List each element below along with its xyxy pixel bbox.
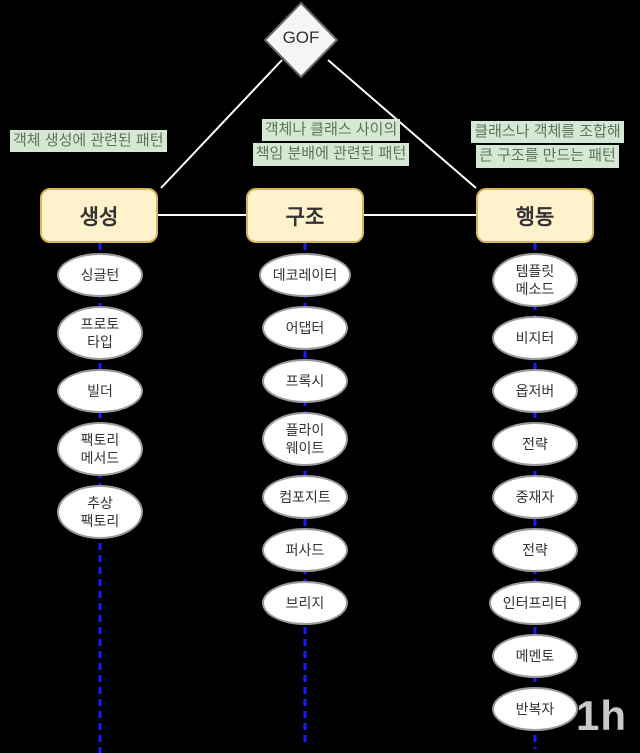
annotation-line: 클래스나 객체를 조합해 [471, 121, 624, 144]
pattern-node-label: 옵저버 [515, 382, 555, 399]
category-label: 구조 [285, 205, 325, 229]
annotation-behavioral: 클래스나 객체를 조합해 큰 구조를 만드는 패턴 [455, 120, 640, 169]
pattern-node-label: 인터프리터 [502, 594, 568, 611]
pattern-node[interactable]: 브리지 [262, 581, 348, 625]
category-box-structural[interactable]: 구조 [246, 188, 364, 243]
pattern-node-label: 타입 [87, 334, 113, 350]
pattern-node-label: 빌더 [87, 382, 113, 399]
pattern-node[interactable]: 싱글턴 [57, 253, 143, 297]
pattern-node-label: 컴포지트 [279, 488, 331, 505]
annotation-creational: 객체 생성에 관련된 패턴 [10, 129, 200, 153]
pattern-node-label: 프로토 [80, 315, 120, 332]
annotation-line: 객체 생성에 관련된 패턴 [10, 130, 167, 153]
category-box-creational[interactable]: 생성 [40, 188, 158, 243]
pattern-node-label: 팩토리 [80, 513, 120, 529]
annotation-line: 객체나 클래스 사이의 [261, 119, 401, 142]
pattern-node-label: 추상 [87, 494, 113, 511]
category-label: 생성 [79, 205, 119, 229]
pattern-node-label: 팩토리 [80, 431, 120, 448]
pattern-node-label: 반복자 [515, 700, 555, 717]
pattern-node-label: 중재자 [515, 488, 555, 505]
pattern-node[interactable]: 반복자 [492, 687, 578, 731]
pattern-node-label: 퍼사드 [285, 541, 325, 558]
pattern-node-label: 메멘토 [515, 647, 555, 664]
pattern-node[interactable]: 인터프리터 [488, 581, 582, 625]
pattern-node-label: 비지터 [515, 329, 555, 346]
pattern-node-label: 플라이 [285, 421, 325, 438]
pattern-node-label: 템플릿 [515, 262, 555, 279]
pattern-node-label: 웨이트 [285, 440, 325, 456]
pattern-node-label: 전략 [522, 435, 548, 452]
pattern-node[interactable]: 전략 [492, 422, 578, 466]
pattern-node[interactable]: 메멘토 [492, 634, 578, 678]
pattern-node-label: 메소드 [515, 281, 555, 297]
pattern-node-label: 프록시 [285, 372, 325, 389]
pattern-node[interactable]: 중재자 [492, 475, 578, 519]
pattern-node[interactable]: 어댑터 [262, 306, 348, 350]
pattern-node[interactable]: 컴포지트 [262, 475, 348, 519]
annotation-structural: 객체나 클래스 사이의 책임 분배에 관련된 패턴 [238, 118, 424, 167]
pattern-node[interactable]: 데코레이터 [258, 253, 352, 297]
category-label: 행동 [515, 205, 555, 229]
annotation-line: 큰 구조를 만드는 패턴 [476, 145, 619, 168]
pattern-node[interactable]: 프록시 [262, 359, 348, 403]
edge-root-to-creational [160, 59, 283, 189]
pattern-node[interactable]: 퍼사드 [262, 528, 348, 572]
pattern-node[interactable]: 비지터 [492, 316, 578, 360]
pattern-node[interactable]: 전략 [492, 528, 578, 572]
pattern-node-label: 전략 [522, 541, 548, 558]
root-node-label: GOF [282, 28, 320, 47]
duration-watermark: 1h [576, 692, 628, 739]
pattern-node[interactable]: 옵저버 [492, 369, 578, 413]
diamond-shape [263, 1, 339, 79]
pattern-node-label: 어댑터 [285, 319, 325, 336]
pattern-node-label: 데코레이터 [272, 266, 338, 283]
edge-root-to-behavioral [327, 59, 477, 189]
pattern-node-label: 메서드 [80, 450, 120, 466]
pattern-node-label: 브리지 [285, 594, 325, 611]
root-node-gof[interactable]: GOF [261, 0, 341, 80]
pattern-node-label: 싱글턴 [80, 266, 120, 283]
category-box-behavioral[interactable]: 행동 [476, 188, 594, 243]
annotation-line: 책임 분배에 관련된 패턴 [252, 143, 410, 166]
pattern-node[interactable]: 빌더 [57, 369, 143, 413]
